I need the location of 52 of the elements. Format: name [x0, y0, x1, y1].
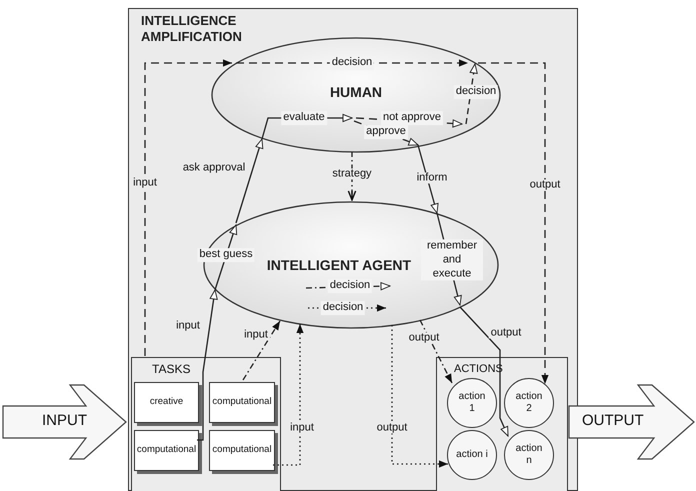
node-label: creative — [150, 395, 184, 410]
task-box — [209, 382, 275, 423]
node-label: computational — [212, 395, 272, 410]
flow-label: decision — [454, 85, 498, 99]
edge-label: input — [242, 330, 270, 340]
connector-arrow — [391, 325, 448, 468]
edge-label: ask approval — [180, 162, 248, 174]
edge-label: input — [174, 320, 202, 332]
connector-arrow — [144, 59, 232, 356]
connector-arrow — [348, 152, 356, 201]
edge-label: output — [374, 422, 410, 434]
flow-label: not approve — [380, 111, 444, 125]
chevron-arrow — [2, 384, 128, 460]
node-label: action 2 — [514, 390, 544, 416]
edge-label: output — [488, 328, 524, 338]
flow-label: decision — [328, 279, 372, 293]
node-label: action 1 — [458, 390, 486, 416]
task-box — [134, 430, 199, 471]
node-label: INTELLIGENT AGENT — [266, 256, 412, 274]
flow-label: remember and execute — [421, 239, 483, 281]
edge-label: input — [131, 178, 159, 188]
task-box — [134, 382, 199, 423]
flow-label: best guess — [197, 248, 255, 262]
edge-label: inform — [414, 172, 450, 184]
node-label: INPUT — [42, 411, 87, 431]
task-box — [209, 430, 275, 471]
connector-arrow — [478, 62, 549, 384]
edge-label: output — [528, 180, 562, 190]
connector-arrow — [273, 324, 304, 466]
flow-label: decision — [320, 301, 366, 315]
node-label: action i — [455, 448, 489, 462]
flow-label: approve — [364, 125, 408, 139]
edge-label: input — [288, 422, 316, 434]
chevron-arrow — [568, 384, 695, 460]
group-box — [131, 357, 281, 491]
node-label: OUTPUT — [582, 411, 644, 431]
system-panel — [128, 8, 578, 491]
connector-arrow — [460, 306, 509, 436]
flow-label: evaluate — [281, 111, 327, 125]
connector-arrow — [242, 320, 281, 380]
connector-arrow — [419, 320, 453, 384]
node-label: INTELLIGENCE AMPLIFICATION — [141, 13, 243, 46]
node-label: computational — [136, 443, 196, 458]
group-box — [436, 357, 568, 491]
edge-label: output — [406, 332, 442, 344]
node-label: computational — [212, 443, 272, 458]
flow-label: decision — [330, 56, 374, 70]
node-label: HUMAN — [330, 82, 382, 102]
edge-label: strategy — [330, 168, 374, 180]
node-label: action n — [514, 442, 544, 468]
connector-arrow — [235, 138, 264, 224]
connector-arrow — [197, 290, 218, 441]
